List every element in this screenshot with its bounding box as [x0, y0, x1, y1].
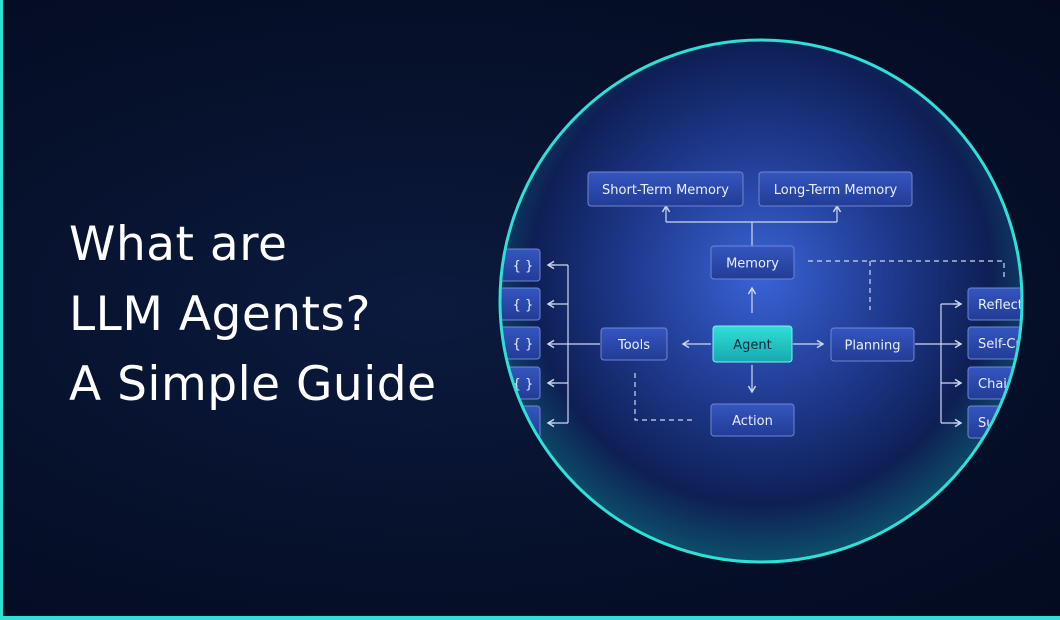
lens-circle: [500, 40, 1022, 562]
node-box: [830, 327, 915, 362]
node-label: Long-Term Memory: [774, 183, 898, 198]
memory-node: Memory: [710, 245, 795, 280]
node-label: Memory: [726, 257, 779, 272]
node-label: Self-Critics: [978, 337, 1047, 352]
tool-item-node: { }: [501, 287, 541, 321]
node-label: { }: [513, 337, 534, 352]
node-label: { }: [513, 298, 534, 313]
node-box: [967, 326, 1021, 360]
tool-item-node: { }: [501, 248, 541, 282]
long-term-memory-node: Long-Term Memory: [758, 171, 913, 207]
node-label: Action: [732, 414, 773, 429]
planning-item-node: Reflection: [967, 287, 1043, 321]
planning-item-node: Chain of Thoughts: [967, 366, 1060, 400]
node-label: Agent: [733, 338, 771, 353]
node-label: Reflection: [978, 298, 1043, 313]
node-label: Chain of Thoughts: [978, 377, 1060, 392]
node-box: [712, 325, 793, 363]
node-box: [710, 245, 795, 280]
planning-item-node: Self-Critics: [967, 326, 1047, 360]
node-label: { }: [513, 377, 534, 392]
agent-diagram: Short-Term Memory Long-Term MemoryMemoryA…: [498, 38, 1060, 564]
headline: What are LLM Agents? A Simple Guide: [69, 210, 437, 420]
headline-line-2: LLM Agents?: [69, 287, 371, 342]
node-box: [501, 287, 541, 321]
planning-node: Planning: [830, 327, 915, 362]
tools-node: Tools: [600, 327, 668, 361]
node-box: [587, 171, 744, 207]
node-label: Planning: [845, 339, 901, 354]
headline-line-1: What are: [69, 217, 288, 272]
tool-item-node: { }: [501, 326, 541, 360]
node-label: Short-Term Memory: [602, 183, 729, 198]
action-node: Action: [710, 403, 795, 437]
lens-ring: [498, 38, 1024, 564]
planning-item-node: Subgoal Decomposition: [967, 405, 1021, 439]
node-label: { }: [513, 259, 534, 274]
node-label: Tools: [617, 338, 650, 353]
node-box: [758, 171, 913, 207]
agent-node: Agent: [712, 325, 793, 363]
node-box: [600, 327, 668, 361]
tool-item-node: { }: [501, 366, 541, 400]
node-box: [967, 287, 1021, 321]
short-term-memory-node: Short-Term Memory: [587, 171, 744, 207]
headline-line-3: A Simple Guide: [69, 357, 437, 412]
node-box: [710, 403, 795, 437]
